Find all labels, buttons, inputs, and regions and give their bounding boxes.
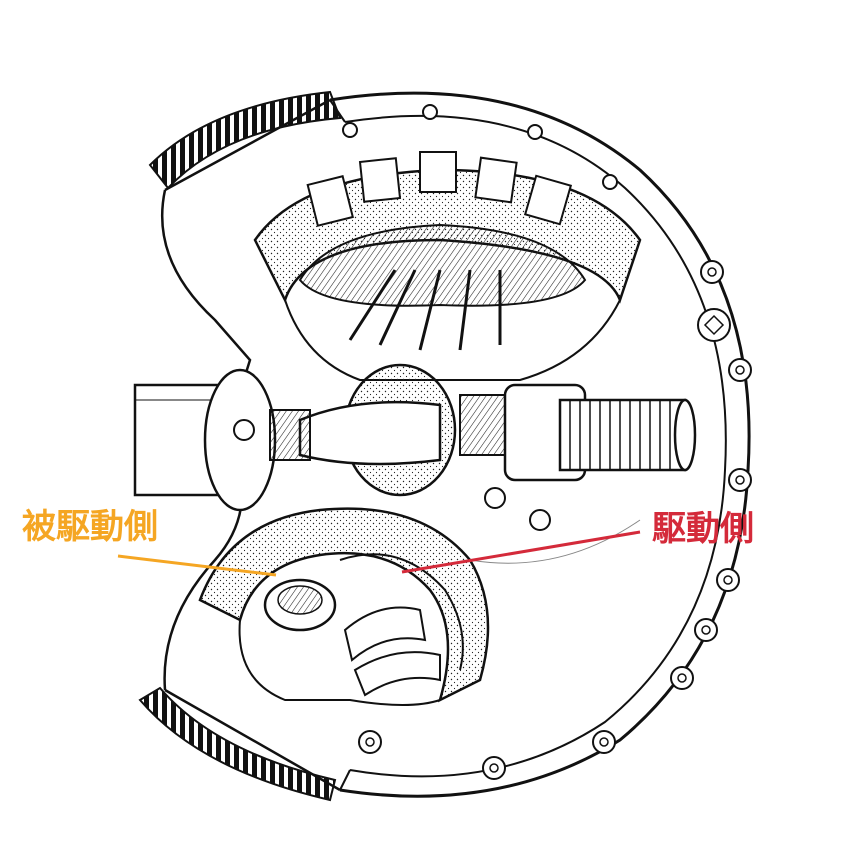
hole-icon bbox=[602, 174, 618, 190]
upper-torus bbox=[253, 151, 642, 381]
ring-gear bbox=[138, 90, 342, 802]
hub-and-shaft bbox=[133, 363, 697, 531]
bolt-icon bbox=[358, 730, 382, 754]
lower-torus bbox=[198, 507, 490, 706]
hole-icon bbox=[527, 124, 543, 140]
upper-vanes bbox=[306, 151, 573, 227]
bolt-icon bbox=[592, 730, 616, 754]
bolt-icon bbox=[728, 468, 752, 492]
background-disc bbox=[469, 519, 641, 564]
bolt-icon bbox=[700, 260, 724, 284]
hole-icon bbox=[342, 122, 358, 138]
driving-side-label: 駆動側 bbox=[652, 509, 754, 549]
bolt-icon bbox=[482, 756, 506, 780]
bolt-icon bbox=[694, 618, 718, 642]
bolt-icon bbox=[670, 666, 694, 690]
hole-icon bbox=[422, 104, 438, 120]
driven-side-label: 被駆動側 bbox=[22, 507, 158, 547]
driving-side-leader-line bbox=[401, 530, 641, 574]
bolt-icon bbox=[728, 358, 752, 382]
driven-side-leader-line bbox=[117, 554, 277, 577]
housing-bolts bbox=[342, 104, 752, 780]
bolt-icon bbox=[716, 568, 740, 592]
coupling-housing bbox=[161, 91, 751, 798]
diamond-marker-icon bbox=[697, 308, 731, 342]
